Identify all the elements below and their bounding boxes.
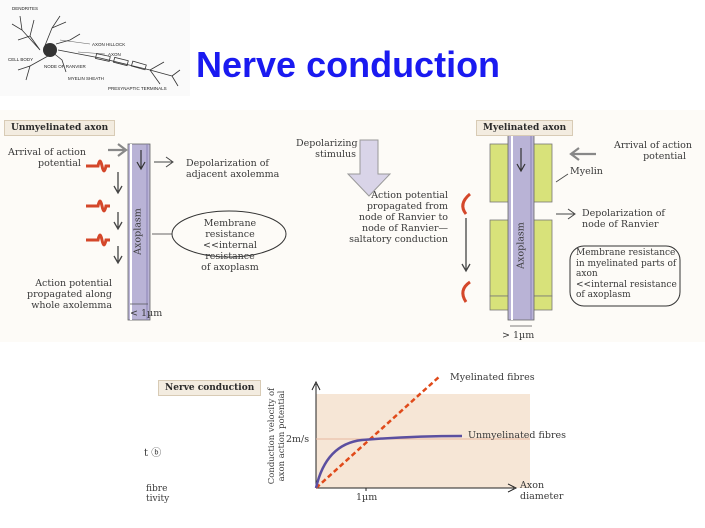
myelinated-membrane-line5: of axoplasm <box>576 290 631 300</box>
graph-y-label: Conduction velocity of axon action poten… <box>267 387 287 485</box>
unmyelinated-propagated-line1: Action potential <box>35 278 112 289</box>
center-stimulus-line2: stimulus <box>315 149 356 160</box>
graph-tag: Nerve conduction <box>158 380 262 396</box>
graph-y-tick: 2m/s <box>286 434 310 445</box>
unmyelinated-fibres-label: Unmyelinated fibres <box>468 430 566 441</box>
unmyelinated-membrane-text: Membrane resistance <<internal resistanc… <box>178 218 282 273</box>
unmyelinated-propagated-line3: whole axolemma <box>31 300 112 311</box>
action-potential-3 <box>86 233 110 247</box>
unmyelinated-depol-line1: Depolarization of <box>186 158 269 169</box>
page-title: Nerve conduction <box>196 44 501 85</box>
myelinated-action-potential-1 <box>461 192 471 215</box>
myelinated-depol-line2: node of Ranvier <box>582 219 659 230</box>
unmyelinated-arrival: Arrival of action potential <box>8 147 86 169</box>
unmyelinated-depolarization: Depolarization of adjacent axolemma <box>186 158 279 180</box>
label-myelin-sheath: MYELIN SHEATH <box>68 76 104 81</box>
label-dendrites: DENDRITES <box>12 6 39 11</box>
graph-x-tick: 1µm <box>356 492 378 503</box>
center-stimulus: Depolarizing stimulus <box>296 138 358 160</box>
unmyelinated-axoplasm-label: Axoplasm <box>132 208 144 255</box>
graph-side-text-1: t ⓑ <box>144 448 162 459</box>
myelinated-action-potential-2 <box>461 280 471 303</box>
label-axon: AXON <box>108 52 121 57</box>
center-stimulus-line1: Depolarizing <box>296 138 358 149</box>
label-axon-hillock: AXON HILLOCK <box>92 42 126 47</box>
myelinated-scale: > 1µm <box>502 330 535 341</box>
graph-y-label-line1: Conduction velocity of <box>267 387 277 485</box>
center-text-line4: node of Ranvier— <box>361 223 448 234</box>
myelinated-depol-line1: Depolarization of <box>582 208 665 219</box>
myelinated-arrival: Arrival of action potential <box>596 140 692 162</box>
myelin-label: Myelin <box>570 166 603 177</box>
neuron-sketch <box>11 15 181 87</box>
unmyelinated-axon-shape <box>127 143 151 321</box>
unmyelinated-curve <box>314 434 463 489</box>
center-text-line5: saltatory conduction <box>349 234 448 245</box>
action-potential-2 <box>86 199 110 213</box>
unmyelinated-scale: < 1µm <box>130 308 163 319</box>
velocity-graph-panel: Nerve conduction t ⓑ fibre tivity Conduc… <box>144 368 586 528</box>
label-cell-body: CELL BODY <box>8 57 34 62</box>
conduction-diagram-art <box>86 129 681 327</box>
graph-plot-area <box>316 394 530 488</box>
graph-side-text-2: fibre <box>146 484 168 494</box>
unmyelinated-propagated-line2: propagated along <box>27 289 112 300</box>
myelinated-membrane-text: Membrane resistance in myelinated parts … <box>576 248 680 301</box>
velocity-graph <box>311 375 530 493</box>
unmyelinated-membrane-line3: of axoplasm <box>201 262 259 273</box>
center-saltatory-text: Action potential propagated from node of… <box>320 190 448 245</box>
center-text-line3: node of Ranvier to <box>358 212 448 223</box>
unmyelinated-membrane-line1: Membrane resistance <box>203 218 257 240</box>
myelinated-membrane-line4: <<internal resistance <box>576 279 677 290</box>
unmyelinated-depol-line2: adjacent axolemma <box>186 169 280 180</box>
center-text-line1: Action potential <box>371 190 448 201</box>
stimulus-arrow <box>346 139 392 197</box>
myelinated-fibres-label: Myelinated fibres <box>450 372 535 383</box>
label-presynaptic-terminals: PRESYNAPTIC TERMINALS <box>108 86 167 91</box>
unmyelinated-propagated: Action potential propagated along whole … <box>20 278 112 311</box>
neuron-diagram: DENDRITES AXON HILLOCK AXON CELL BODY NO… <box>0 0 190 96</box>
myelinated-membrane-line1: Membrane resistance <box>576 248 676 258</box>
unmyelinated-membrane-line2: <<internal resistance <box>203 240 257 262</box>
graph-x-label-line2: diameter <box>520 491 564 502</box>
label-node-of-ranvier: NODE OF RANVIER <box>44 64 86 69</box>
unmyelinated-arrival-line1: Arrival of action <box>8 147 87 158</box>
myelinated-curve <box>315 375 441 489</box>
unmyelinated-arrival-line2: potential <box>38 158 81 169</box>
myelinated-membrane-bubble <box>569 245 681 307</box>
myelinated-depolarization: Depolarization of node of Ranvier <box>582 208 665 230</box>
unmyelinated-tag: Unmyelinated axon <box>4 120 116 136</box>
myelinated-arrival-line2: potential <box>643 151 686 162</box>
graph-x-label-line1: Axon <box>520 480 545 491</box>
myelinated-axoplasm-label: Axoplasm <box>515 222 527 269</box>
myelinated-arrival-line1: Arrival of action <box>613 140 692 151</box>
myelinated-membrane-line2: in myelinated parts of <box>576 258 677 269</box>
myelinated-tag: Myelinated axon <box>476 120 574 136</box>
conduction-diagram: Unmyelinated axon Arrival of action pote… <box>0 110 705 342</box>
center-text-line2: propagated from <box>366 201 448 212</box>
graph-side-text-3: tivity <box>146 494 170 504</box>
graph-x-label: Axon diameter <box>520 480 563 502</box>
myelinated-membrane-line3: axon <box>576 269 598 279</box>
action-potential-1 <box>86 159 110 173</box>
